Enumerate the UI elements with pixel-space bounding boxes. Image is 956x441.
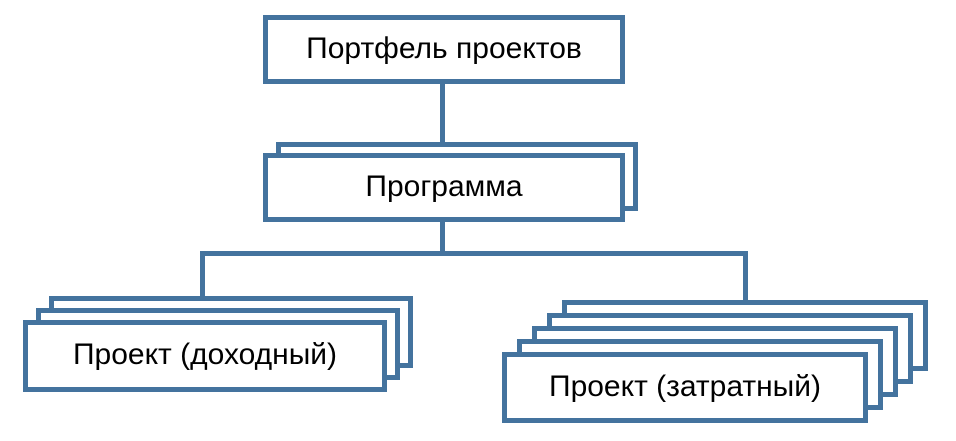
node-portfolio: Портфель проектов [263,15,625,84]
node-program: Программа [263,153,625,222]
node-project-expense-label: Проект (затратный) [549,369,821,403]
connector-branch-left [200,251,205,301]
node-portfolio-label: Портфель проектов [306,31,582,65]
node-project-income: Проект (доходный) [23,320,387,392]
node-program-label: Программа [365,169,523,203]
connector-branch-right [743,251,748,305]
node-project-expense: Проект (затратный) [502,352,868,423]
connector-program-stem [440,220,445,256]
connector-branch-horizontal [200,251,748,256]
node-project-income-label: Проект (доходный) [72,338,338,371]
connector-portfolio-program [440,82,445,144]
